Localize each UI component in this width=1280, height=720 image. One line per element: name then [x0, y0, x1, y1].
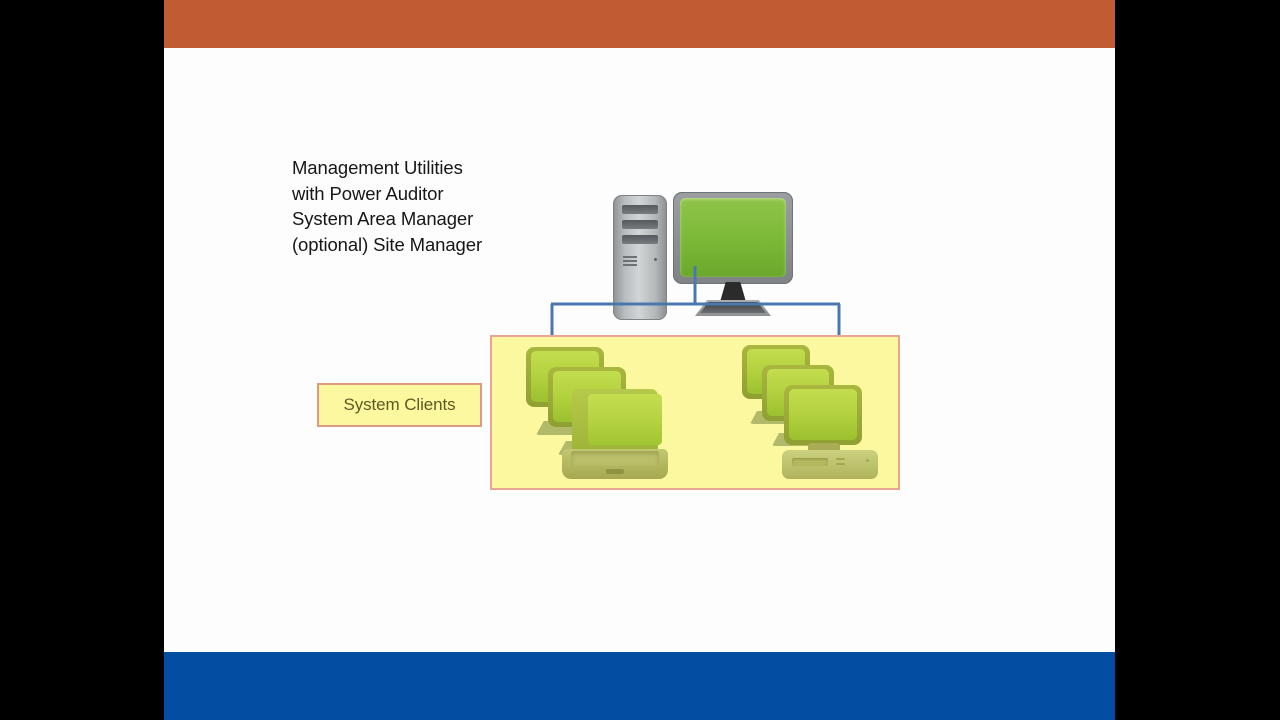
tower-vent-lines — [623, 256, 637, 258]
client-monitor-bezel — [784, 385, 862, 445]
system-clients-callout-label: System Clients — [343, 395, 456, 414]
slide-bottom-band — [164, 652, 1115, 720]
desktop-case-marking — [836, 458, 845, 460]
laptop-icon — [562, 389, 672, 484]
desktop-case-icon — [782, 450, 882, 482]
slide-top-band — [164, 0, 1115, 48]
laptop-screen — [588, 394, 662, 445]
network-connector-line — [550, 266, 841, 337]
client-monitor-screen — [789, 389, 857, 440]
caption-line-2: with Power Auditor — [292, 182, 444, 204]
monitor-base-inner — [700, 302, 766, 313]
tower-drive-slot — [622, 235, 658, 244]
tower-drive-slot — [622, 220, 658, 229]
client-cluster-right — [740, 343, 890, 485]
desktop-case-marking — [836, 463, 845, 465]
system-clients-callout: System Clients — [317, 383, 482, 427]
monitor-screen — [680, 198, 786, 277]
presentation-slide: Management Utilities with Power Auditor … — [164, 0, 1115, 720]
caption-line-4: (optional) Site Manager — [292, 233, 482, 255]
monitor-bezel — [673, 192, 793, 284]
caption-line-3: System Area Manager — [292, 208, 474, 229]
tower-drive-slot — [622, 205, 658, 214]
laptop-trackpad — [606, 469, 624, 474]
laptop-keyboard-well — [571, 451, 659, 466]
laptop-lid — [572, 389, 662, 451]
desktop-case-power-led — [866, 459, 869, 462]
monitor-neck — [720, 282, 746, 302]
client-monitor-pedestal — [808, 443, 840, 452]
system-clients-panel — [490, 335, 900, 490]
desktop-case-drive-bay — [792, 458, 828, 466]
caption-line-1: Management Utilities — [292, 157, 463, 178]
management-utilities-caption: Management Utilities with Power Auditor … — [292, 155, 562, 257]
tower-power-led — [654, 258, 657, 261]
client-cluster-left — [510, 345, 680, 485]
tower-computer-icon — [613, 195, 667, 320]
